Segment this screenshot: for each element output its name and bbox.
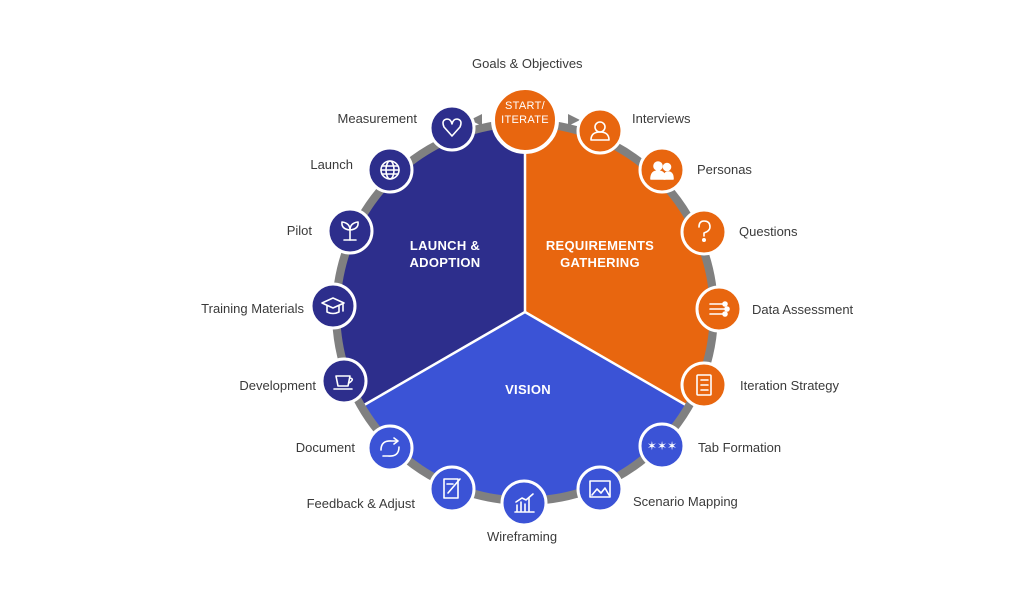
network-icon bbox=[709, 301, 730, 317]
step-node-9 bbox=[500, 479, 548, 527]
step-label-questions: Questions bbox=[739, 224, 798, 239]
launch-line-1: LAUNCH & bbox=[409, 238, 481, 253]
start-iterate-label: START/ ITERATE bbox=[495, 99, 555, 127]
vision-line-1: VISION bbox=[505, 382, 551, 397]
step-label-goals: Goals & Objectives bbox=[472, 56, 583, 71]
step-node-2 bbox=[576, 107, 624, 155]
svg-text:✶✶✶: ✶✶✶ bbox=[647, 439, 677, 453]
sector-label-launch: LAUNCH & ADOPTION bbox=[380, 237, 510, 271]
checklist-icon bbox=[696, 374, 712, 396]
launch-line-2: ADOPTION bbox=[409, 255, 481, 270]
step-label-document: Document bbox=[295, 440, 355, 455]
step-circle bbox=[500, 479, 548, 527]
step-label-tab-formation: Tab Formation bbox=[698, 440, 782, 455]
step-node-3 bbox=[638, 146, 686, 194]
sector-vision bbox=[365, 312, 685, 497]
step-node-14 bbox=[326, 207, 374, 255]
step-node-12 bbox=[320, 357, 368, 405]
step-label-interviews: Interviews bbox=[632, 111, 691, 126]
step-node-10 bbox=[428, 465, 476, 513]
sector-separators bbox=[364, 127, 686, 406]
step-label-training-materials: Training Materials bbox=[201, 301, 304, 316]
question-icon bbox=[698, 220, 711, 243]
step-node-8 bbox=[576, 465, 624, 513]
step-circle bbox=[309, 282, 357, 330]
person-icon bbox=[590, 121, 610, 141]
step-node-1 bbox=[491, 86, 559, 154]
step-node-6 bbox=[680, 361, 728, 409]
heart-icon bbox=[442, 118, 462, 137]
step-label-scenario-mapping: Scenario Mapping bbox=[633, 494, 738, 509]
arrow-right-icon bbox=[568, 114, 580, 126]
step-label-iteration-strategy: Iteration Strategy bbox=[740, 378, 839, 393]
sector-label-requirements: REQUIREMENTS GATHERING bbox=[530, 237, 670, 271]
step-circle bbox=[366, 424, 414, 472]
notepad-icon bbox=[443, 478, 461, 499]
arrow-left-icon bbox=[470, 114, 482, 126]
sector-launch-adoption bbox=[340, 127, 525, 405]
refresh-icon bbox=[380, 437, 400, 457]
image-icon bbox=[589, 480, 611, 498]
requirements-line-1: REQUIREMENTS bbox=[545, 238, 655, 253]
step-circle bbox=[680, 208, 728, 256]
step-label-development: Development bbox=[239, 378, 316, 393]
step-circle bbox=[320, 357, 368, 405]
sector-label-vision: VISION bbox=[478, 381, 578, 398]
graduation-cap-icon bbox=[321, 297, 345, 315]
stars-icon: ✶✶✶ bbox=[647, 439, 677, 453]
step-node-4 bbox=[680, 208, 728, 256]
step-circle bbox=[638, 146, 686, 194]
step-label-pilot: Pilot bbox=[286, 223, 312, 238]
step-circle bbox=[428, 104, 476, 152]
group-icon bbox=[650, 161, 674, 180]
step-node-13 bbox=[309, 282, 357, 330]
step-node-5 bbox=[695, 285, 743, 333]
step-circle bbox=[638, 422, 686, 470]
sprout-icon bbox=[341, 221, 359, 241]
step-node-7: ✶✶✶ bbox=[638, 422, 686, 470]
step-node-15 bbox=[366, 146, 414, 194]
requirements-line-2: GATHERING bbox=[560, 255, 640, 270]
step-circle bbox=[491, 86, 559, 154]
step-label-launch: Launch bbox=[310, 157, 353, 172]
step-label-measurement: Measurement bbox=[337, 111, 417, 126]
step-label-personas: Personas bbox=[697, 162, 752, 177]
step-node-16 bbox=[428, 104, 476, 152]
globe-icon bbox=[380, 160, 400, 180]
bar-chart-icon bbox=[514, 493, 535, 513]
step-label-wireframing: Wireframing bbox=[487, 529, 558, 544]
step-node-11 bbox=[366, 424, 414, 472]
step-circle bbox=[576, 465, 624, 513]
start-line-2: ITERATE bbox=[501, 114, 549, 126]
step-label-data-assessment: Data Assessment bbox=[752, 302, 854, 317]
start-line-1: START/ bbox=[505, 100, 545, 112]
step-label-feedback-adjust: Feedback & Adjust bbox=[306, 496, 415, 511]
step-circle bbox=[576, 107, 624, 155]
teacup-icon bbox=[333, 375, 354, 390]
sector-requirements-gathering bbox=[525, 127, 710, 405]
